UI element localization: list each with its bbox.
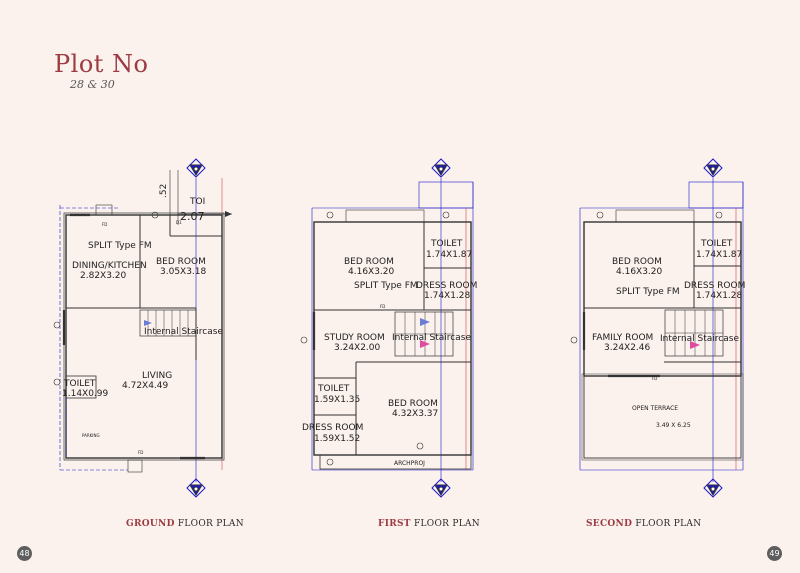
second-floor-labels: BED ROOM 4.16X3.20 TOILET 1.74X1.87 SPLI… — [592, 239, 745, 429]
plot-numbers: 28 & 30 — [70, 78, 115, 91]
first-caption-bold: FIRST — [378, 519, 411, 529]
first-caption: FIRST FLOOR PLAN — [378, 519, 480, 529]
second-caption-bold: SECOND — [586, 519, 633, 529]
ground-toi-label: TOI — [189, 197, 205, 207]
ground-parking-label: PARKING — [82, 433, 100, 438]
first-brand-label: ARCHPROJ — [394, 460, 425, 467]
second-caption-rest: FLOOR PLAN — [632, 519, 702, 529]
ground-caption: GROUND FLOOR PLAN — [126, 519, 244, 529]
first-toilet2-label: TOILET — [317, 384, 350, 394]
ground-toilet-label: TOILET — [63, 379, 96, 389]
ground-d1: D1 — [176, 220, 182, 225]
ground-dining-dim: 2.82X3.20 — [80, 271, 127, 281]
second-toilet-label: TOILET — [700, 239, 733, 249]
page-title: Plot No — [54, 50, 149, 78]
second-fd: FD — [652, 376, 657, 381]
first-toilet-dim: 1.74X1.87 — [426, 250, 472, 260]
first-split-label: SPLIT Type FM — [354, 281, 418, 291]
second-family-dim: 3.24X2.46 — [604, 343, 651, 353]
second-terrace-dim: 3.49 X 6.25 — [656, 422, 691, 429]
first-dress-dim: 1.74X1.28 — [424, 291, 471, 301]
second-family-label: FAMILY ROOM — [592, 333, 653, 343]
ground-floor-plan — [53, 158, 232, 498]
ground-living-label: LIVING — [142, 371, 172, 381]
ground-floor-labels: SPLIT Type FM DINING/KITCHEN 2.82X3.20 B… — [62, 184, 223, 455]
first-bed1-label: BED ROOM — [344, 257, 394, 267]
first-fd: FD — [380, 304, 385, 309]
ground-caption-rest: FLOOR PLAN — [174, 519, 244, 529]
second-caption: SECOND FLOOR PLAN — [586, 519, 701, 529]
second-terrace-label: OPEN TERRACE — [632, 405, 678, 412]
first-study-label: STUDY ROOM — [324, 333, 385, 343]
first-toilet-label: TOILET — [430, 239, 463, 249]
second-dress-label: DRESS ROOM — [684, 281, 745, 291]
first-floor-labels: BED ROOM 4.16X3.20 TOILET 1.74X1.87 SPLI… — [302, 239, 477, 467]
second-bed-dim: 4.16X3.20 — [616, 267, 663, 277]
page-number-left: 48 — [17, 546, 32, 561]
ground-living-dim: 4.72X4.49 — [122, 381, 169, 391]
ground-bed-label: BED ROOM — [156, 257, 206, 267]
ground-dining-label: DINING/KITCHEN — [72, 261, 147, 271]
first-dress-label: DRESS ROOM — [416, 281, 477, 291]
first-caption-rest: FLOOR PLAN — [410, 519, 480, 529]
ground-caption-bold: GROUND — [126, 519, 175, 529]
ground-fd-1: FD — [102, 222, 107, 227]
second-bed-label: BED ROOM — [612, 257, 662, 267]
first-study-dim: 3.24X2.00 — [334, 343, 381, 353]
first-bed2-dim: 4.32X3.37 — [392, 409, 438, 419]
ground-toi-dim-h: .52 — [159, 184, 169, 198]
ground-bed-dim: 3.05X3.18 — [160, 267, 207, 277]
second-staircase-label: Internal Staircase — [660, 334, 739, 344]
first-dress2-dim: 1.59X1.52 — [314, 434, 360, 444]
first-toilet2-dim: 1.59X1.35 — [314, 395, 360, 405]
ground-staircase-label: Internal Staircase — [144, 327, 223, 337]
second-split-label: SPLIT Type FM — [616, 287, 680, 297]
first-dress2-label: DRESS ROOM — [302, 423, 363, 433]
ground-fd-2: FD — [138, 450, 143, 455]
second-floor-plan — [570, 158, 744, 498]
page-number-right: 49 — [767, 546, 782, 561]
first-bed2-label: BED ROOM — [388, 399, 438, 409]
first-bed1-dim: 4.16X3.20 — [348, 267, 395, 277]
ground-split-label: SPLIT Type FM — [88, 241, 152, 251]
first-floor-plan — [300, 158, 474, 498]
first-staircase-label: Internal Staircase — [392, 333, 471, 343]
ground-toilet-dim: 1.14X0.99 — [62, 389, 109, 399]
second-dress-dim: 1.74X1.28 — [696, 291, 743, 301]
second-toilet-dim: 1.74X1.87 — [696, 250, 742, 260]
ground-toi-dim-w: 2.07 — [180, 210, 205, 223]
